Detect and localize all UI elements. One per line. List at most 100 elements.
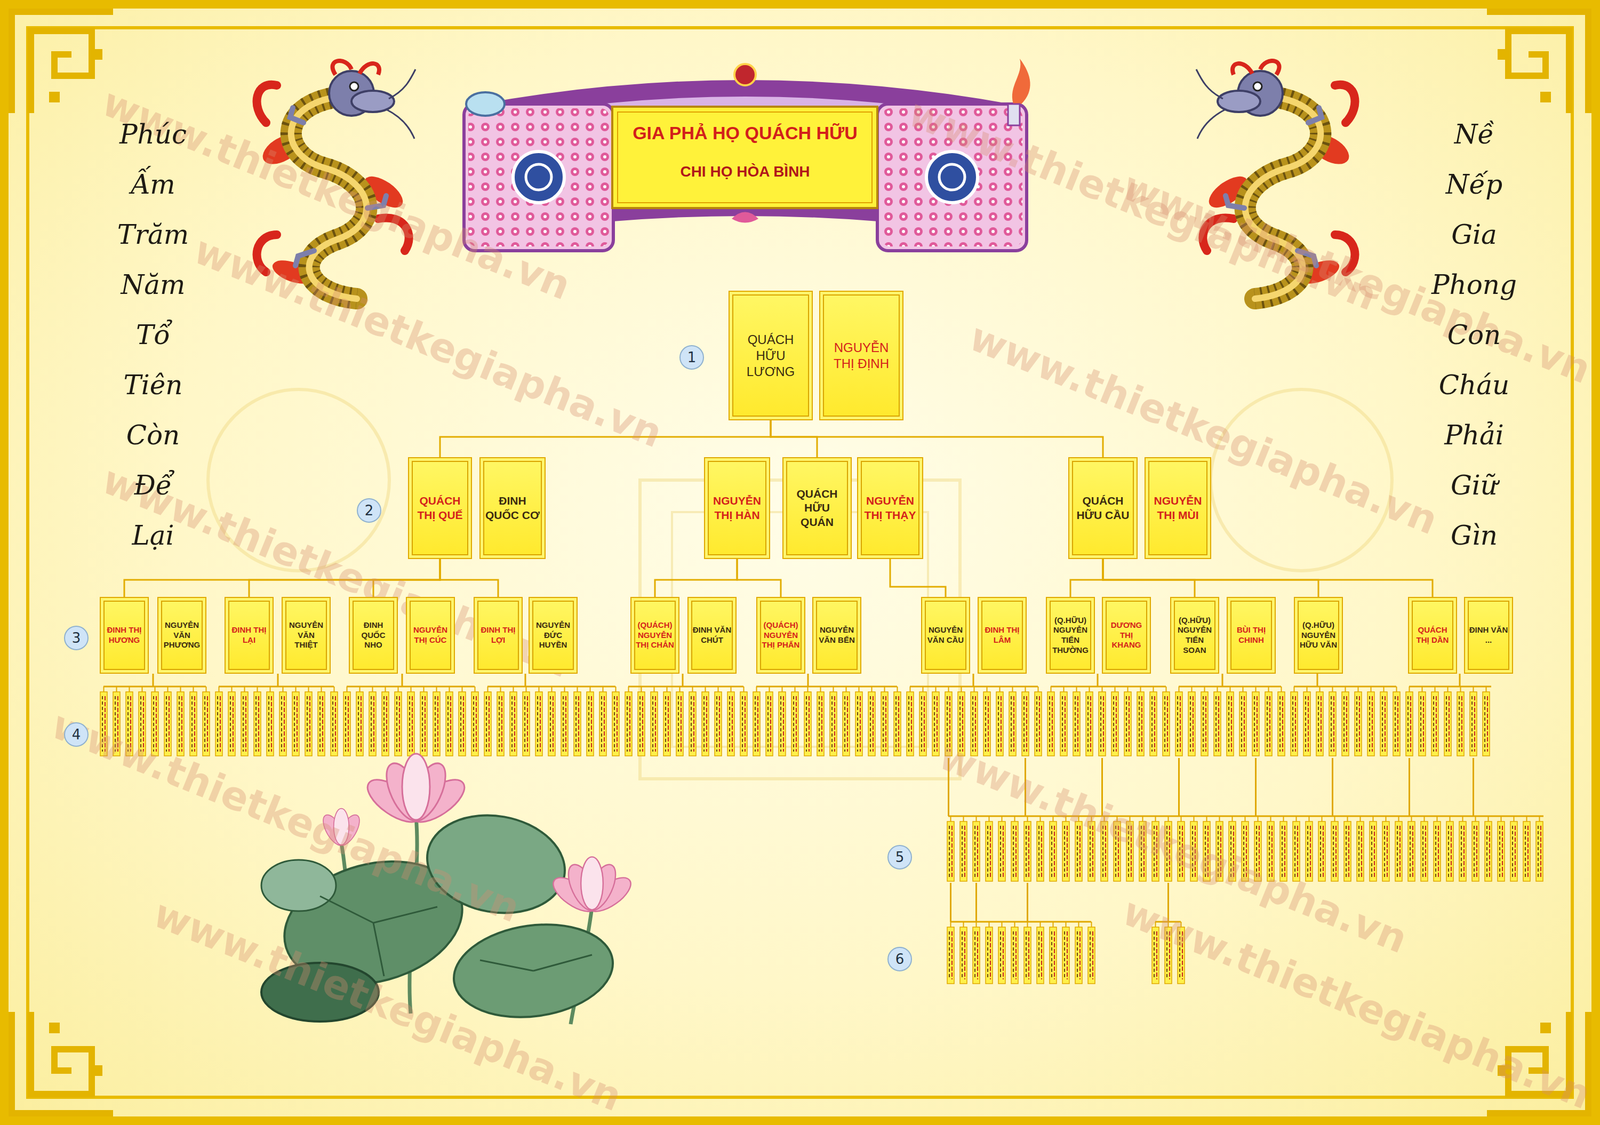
person-name: (QUÁCH) NGUYỄN THỊ CHẮN <box>635 620 675 651</box>
tree-connector <box>1102 558 1195 597</box>
person-name: NGUYỄN VĂN THIỆT <box>286 620 326 651</box>
person-box: ĐINH QUỐC NHO <box>348 596 398 674</box>
descendant-lines-gen5 <box>1331 757 1334 816</box>
descendant-lines-gen5 <box>975 882 978 922</box>
person-box: QUÁCH HỮU LƯƠNG <box>728 290 813 421</box>
descendant-boxes-gen4 <box>1459 673 1461 687</box>
title-scroll <box>617 112 872 203</box>
descendant-boxes-gen4 <box>524 673 527 687</box>
descendant-boxes-gen6 <box>946 921 1101 985</box>
generation-number: 1 <box>679 345 704 370</box>
descendant-boxes-gen4 <box>99 686 1495 758</box>
person-box: ĐINH VĂN ... <box>1464 596 1514 674</box>
person-box: ĐINH THỊ LÂM <box>977 596 1027 674</box>
descendant-boxes-gen4 <box>682 673 684 687</box>
person-name: ĐINH THỊ HƯƠNG <box>104 625 144 646</box>
person-name: NGUYỄN THỊ CÚC <box>410 625 451 646</box>
tree-connector <box>737 558 781 597</box>
descendant-lines-gen5 <box>1254 757 1257 816</box>
person-name: NGUYỄN VĂN BẾN <box>817 625 857 646</box>
descendant-boxes-gen4 <box>103 673 1492 687</box>
person-box: NGUYỄN THỊ MÙI <box>1144 457 1212 559</box>
person-box: ĐINH THỊ HƯƠNG <box>99 596 149 674</box>
person-box: QUÁCH HỮU QUÁN <box>782 457 852 559</box>
descendant-lines-gen5 <box>1026 882 1029 922</box>
person-box: ĐINH VĂN CHÚT <box>687 596 737 674</box>
person-box: NGUYỄN THỊ ĐỊNH <box>819 290 904 421</box>
generation-number: 3 <box>64 625 89 651</box>
title-scroll <box>464 58 1031 251</box>
person-name: QUÁCH HỮU CẦU <box>1074 493 1132 523</box>
person-box: NGUYỄN VĂN THIỆT <box>281 596 331 674</box>
title-scroll <box>525 164 552 190</box>
person-name: NGUYỄN THỊ HÀN <box>709 493 765 523</box>
title-scroll <box>731 212 759 223</box>
person-name: (Q.HỮU) NGUYỄN HỮU VĂN <box>1298 620 1339 651</box>
descendant-boxes-gen4 <box>807 673 810 687</box>
person-name: ĐINH THỊ LỢI <box>478 625 518 646</box>
generation-number: 2 <box>356 498 382 523</box>
person-name: ĐINH QUỐC CƠ <box>485 493 540 523</box>
person-name: NGUYỄN VĂN CẦU <box>925 625 966 646</box>
person-box: NGUYỄN THỊ THẠY <box>857 457 924 559</box>
person-box: NGUYỄN VĂN PHƯƠNG <box>157 596 207 674</box>
generation-number: 4 <box>64 722 89 747</box>
person-box: DƯƠNG THỊ KHANG <box>1101 596 1151 674</box>
title-scroll <box>734 64 756 86</box>
person-box: NGUYỄN THỊ CÚC <box>405 596 455 674</box>
person-box: QUÁCH THỊ QUẾ <box>408 457 472 559</box>
lotus-illustration <box>261 859 336 911</box>
person-name: NGUYỄN VĂN PHƯƠNG <box>162 620 202 651</box>
person-name: ĐINH QUỐC NHO <box>353 620 394 651</box>
tree-connector <box>770 420 1103 458</box>
person-box: (QUÁCH) NGUYỄN THỊ PHẤN <box>756 596 806 674</box>
person-name: (Q.HỮU) NGUYỄN TIẾN THƯỜNG <box>1050 615 1091 656</box>
lotus-illustration <box>580 856 604 910</box>
descendant-lines-gen5 <box>949 882 952 922</box>
tree-connector <box>440 558 499 597</box>
title-scroll <box>1012 58 1031 104</box>
person-name: ĐINH VĂN CHÚT <box>692 625 732 646</box>
descendant-boxes-gen4 <box>1221 673 1224 687</box>
title-scroll <box>939 164 965 190</box>
person-box: ĐINH THỊ LẠI <box>224 596 274 674</box>
descendant-boxes-gen4 <box>277 673 279 687</box>
lotus-illustration <box>361 753 472 830</box>
person-name: BÙI THỊ CHINH <box>1231 625 1271 646</box>
title-text: GIA PHẢ HỌ QUÁCH HỮU <box>632 122 858 144</box>
lotus-illustration <box>402 753 430 820</box>
person-box: (Q.HỮU) NGUYỄN HỮU VĂN <box>1293 596 1343 674</box>
person-box: (Q.HỮU) NGUYỄN TIẾN THƯỜNG <box>1045 596 1095 674</box>
person-box: NGUYỄN ĐỨC HUYỀN <box>528 596 578 674</box>
descendant-lines-gen5 <box>1408 757 1411 816</box>
generation-number: 5 <box>887 844 912 870</box>
person-box: NGUYỄN THỊ HÀN <box>704 457 771 559</box>
person-name: ĐINH THỊ LÂM <box>982 625 1022 646</box>
tree-connector <box>1070 558 1103 597</box>
person-name: NGUYỄN THỊ ĐỊNH <box>826 339 897 372</box>
watermark: www.thietkegiapha.vn <box>187 226 669 456</box>
person-name: NGUYỄN THỊ THẠY <box>862 493 918 523</box>
page-frame <box>11 1011 114 1114</box>
person-name: ĐINH VĂN ... <box>1468 625 1509 646</box>
person-name: NGUYỄN THỊ MÙI <box>1150 493 1206 523</box>
title-scroll <box>466 92 505 116</box>
tree-connector <box>890 558 946 597</box>
person-box: NGUYỄN VĂN BẾN <box>812 596 862 674</box>
descendant-boxes-gen4 <box>1097 673 1099 687</box>
descendant-boxes-gen4 <box>401 673 404 687</box>
person-box: (QUÁCH) NGUYỄN THỊ CHẮN <box>630 596 680 674</box>
page-frame <box>4 4 1596 1121</box>
person-name: QUÁCH THỊ QUẾ <box>413 493 467 523</box>
person-name: ĐINH THỊ LẠI <box>229 625 269 646</box>
person-name: QUÁCH HỮU QUÁN <box>788 486 846 530</box>
person-name: QUÁCH HỮU LƯƠNG <box>735 331 806 380</box>
person-box: ĐINH QUỐC CƠ <box>479 457 546 559</box>
title-scroll <box>464 104 614 251</box>
title-scroll <box>513 151 565 203</box>
person-box: BÙI THỊ CHINH <box>1226 596 1276 674</box>
couplet-text: Phúc Ấm Trăm Năm Tổ Tiên Còn Để Lại <box>117 109 189 561</box>
descendant-boxes-gen4 <box>152 673 155 687</box>
person-name: QUÁCH THỊ DẦN <box>1412 625 1453 646</box>
